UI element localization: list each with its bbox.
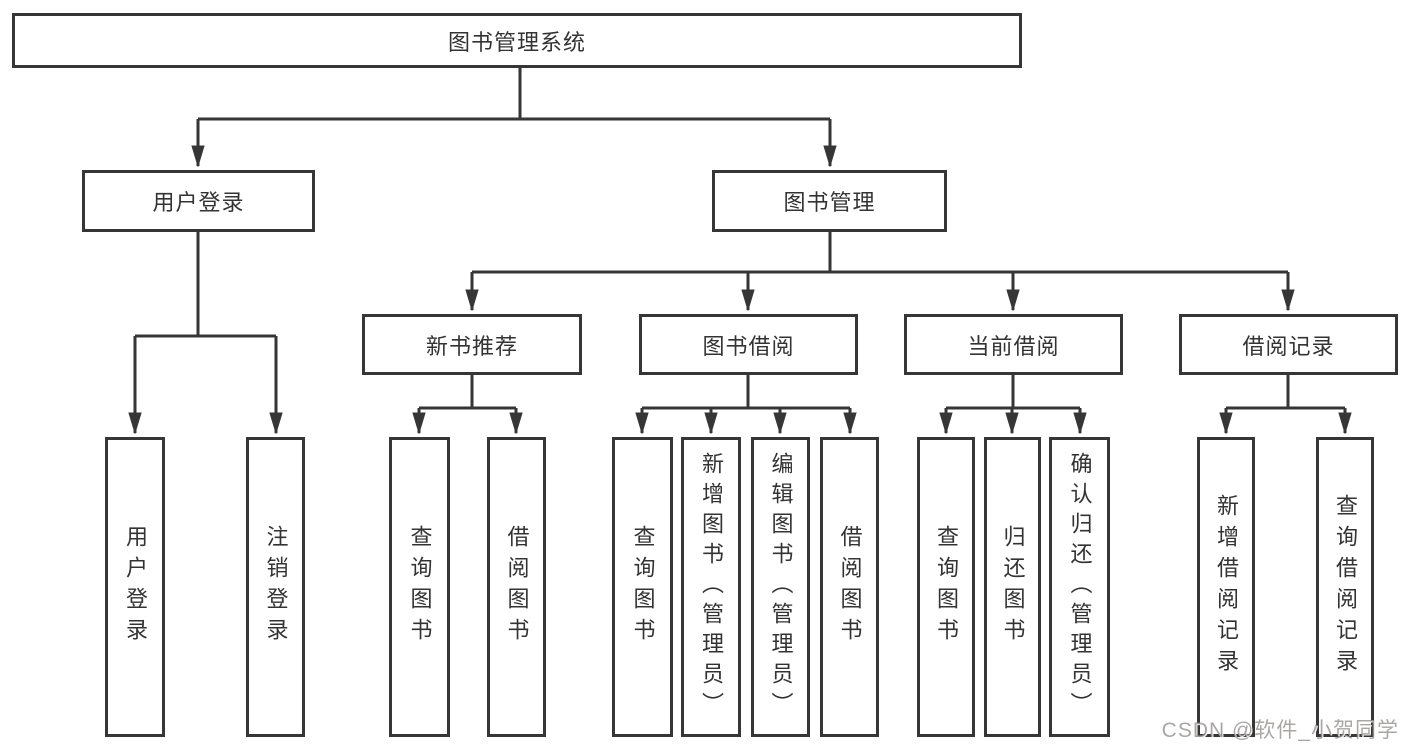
leaf-newbook-query-books: 查询图书 bbox=[389, 437, 450, 737]
leaf-current-return-books: 归还图书 bbox=[984, 437, 1041, 737]
leaf-borrow-edit-books-admin: 编辑图书（管理员） bbox=[751, 437, 810, 737]
node-new-book-recommend: 新书推荐 bbox=[362, 314, 582, 375]
leaf-logout: 注销登录 bbox=[246, 437, 305, 737]
leaf-borrow-borrow-books: 借阅图书 bbox=[820, 437, 879, 737]
leaf-user-login: 用户登录 bbox=[105, 437, 165, 737]
leaf-current-confirm-return-admin: 确认归还（管理员） bbox=[1049, 437, 1110, 737]
leaf-borrow-add-books-admin: 新增图书（管理员） bbox=[681, 437, 741, 737]
leaf-record-query: 查询借阅记录 bbox=[1316, 437, 1374, 737]
leaf-borrow-query-books: 查询图书 bbox=[612, 437, 673, 737]
node-book-management: 图书管理 bbox=[712, 170, 947, 232]
node-root-library-system: 图书管理系统 bbox=[12, 13, 1022, 68]
leaf-newbook-borrow-books: 借阅图书 bbox=[487, 437, 546, 737]
node-book-borrow: 图书借阅 bbox=[639, 314, 858, 375]
node-user-login: 用户登录 bbox=[82, 170, 315, 232]
leaf-record-add: 新增借阅记录 bbox=[1197, 437, 1255, 737]
node-borrow-record: 借阅记录 bbox=[1179, 314, 1398, 375]
leaf-current-query-books: 查询图书 bbox=[917, 437, 975, 737]
node-current-borrow: 当前借阅 bbox=[904, 314, 1123, 375]
